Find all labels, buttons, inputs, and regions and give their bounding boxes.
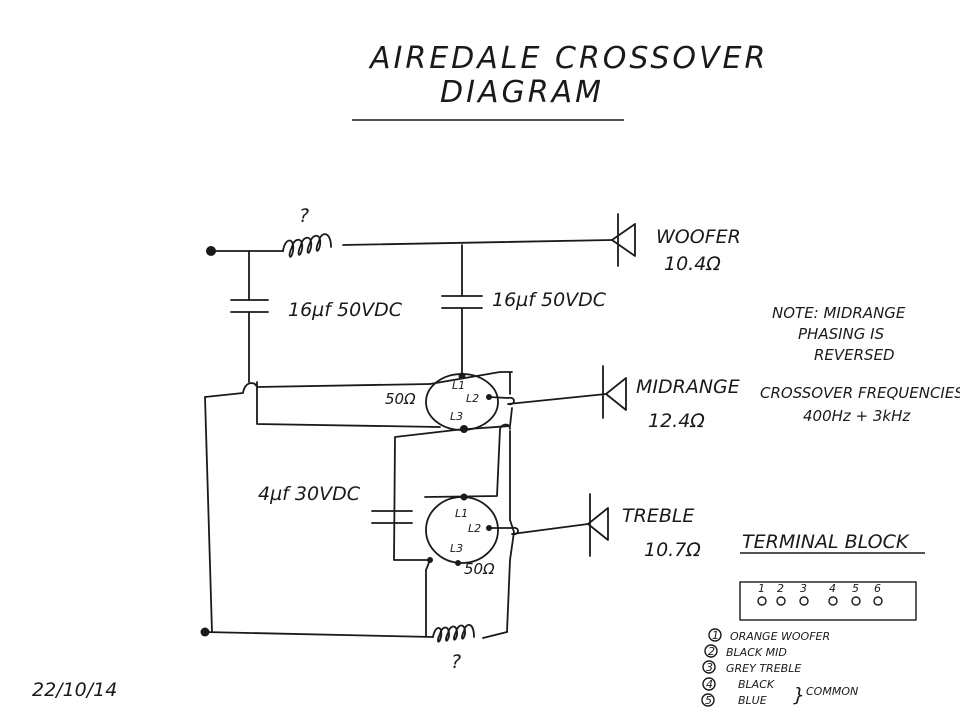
woofer-label: WOOFER [656,226,741,248]
inductor-top-mark: ? [299,205,309,227]
woofer-speaker-icon [611,213,636,267]
midrange-impedance: 12.4Ω [648,410,705,432]
lpad2-node-top [460,493,468,501]
legend-brace: } [793,684,805,706]
lpad2-l1: L1 [455,507,468,520]
lpad2-l2: L2 [468,522,481,535]
wire-left-vertical [204,396,213,633]
terminal-num-4: 4 [829,582,836,595]
legend-text-1: ORANGE WOOFER [730,630,830,643]
legend-num-5: 5 [705,694,712,707]
note-line4: CROSSOVER FREQUENCIES [760,384,960,402]
legend-num-1: 1 [712,629,719,642]
cap2-label: 16µf 50VDC [492,289,607,311]
date: 22/10/14 [32,679,117,701]
legend-text-3: GREY TREBLE [726,662,801,675]
title-line2: DIAGRAM [440,75,604,110]
terminal-num-1: 1 [758,582,765,595]
terminal-screws [757,596,883,606]
note-line3: REVERSED [814,346,895,364]
wire-treble-right [506,430,515,633]
lpad1-l1: L1 [452,379,465,392]
midrange-speaker-icon [602,365,627,419]
legend-text-2: BLACK MID [726,646,787,659]
lpad1-value: 50Ω [385,390,416,408]
legend-text-4: BLACK [738,678,775,691]
lpad2-value: 50Ω [464,560,495,578]
wire-treble-out [488,523,589,536]
terminal-block [739,581,917,621]
treble-label: TREBLE [622,505,694,527]
wire-top-right [342,239,613,246]
wire-lpad2-down [425,559,431,637]
treble-speaker-icon [587,493,609,557]
terminal-num-6: 6 [874,582,881,595]
midrange-label: MIDRANGE [636,376,740,398]
terminal-num-2: 2 [777,582,784,595]
title-line1: AIREDALE CROSSOVER [368,41,768,76]
inductor-bottom [432,624,475,643]
legend-common: COMMON [806,685,858,698]
terminal-num-3: 3 [800,582,807,595]
terminal-block-title: TERMINAL BLOCK [742,531,910,553]
wire-bottom [204,631,434,638]
inductor-bottom-mark: ? [451,651,461,673]
wire-mid-out [488,393,607,406]
legend-num-2: 2 [708,645,715,658]
lpad1-l3: L3 [450,410,463,423]
legend: 1 ORANGE WOOFER 2 BLACK MID 3 GREY TREBL… [701,628,858,707]
wire-row-top [429,371,513,385]
treble-impedance: 10.7Ω [644,539,701,561]
inductor-top [282,233,332,258]
woofer-impedance: 10.4Ω [664,253,721,275]
lpad1-l2: L2 [466,392,479,405]
cap3-label: 4µf 30VDC [258,483,361,505]
wire-cap1-to-row2 [256,381,441,428]
lpad2-l3: L3 [450,542,463,555]
wire-inductor-bottom-right [482,631,508,639]
legend-num-3: 3 [706,661,713,674]
cap1-label: 16µf 50VDC [288,299,403,321]
note-line5: 400Hz + 3kHz [803,407,911,425]
note-line2: PHASING IS [798,325,885,343]
terminal-num-5: 5 [852,582,859,595]
legend-num-4: 4 [706,678,713,691]
lpad2-node-bottom [455,560,461,566]
legend-text-5: BLUE [738,694,767,707]
wire-treble-box [393,423,511,561]
note-line1: NOTE: MIDRANGE [772,304,906,322]
